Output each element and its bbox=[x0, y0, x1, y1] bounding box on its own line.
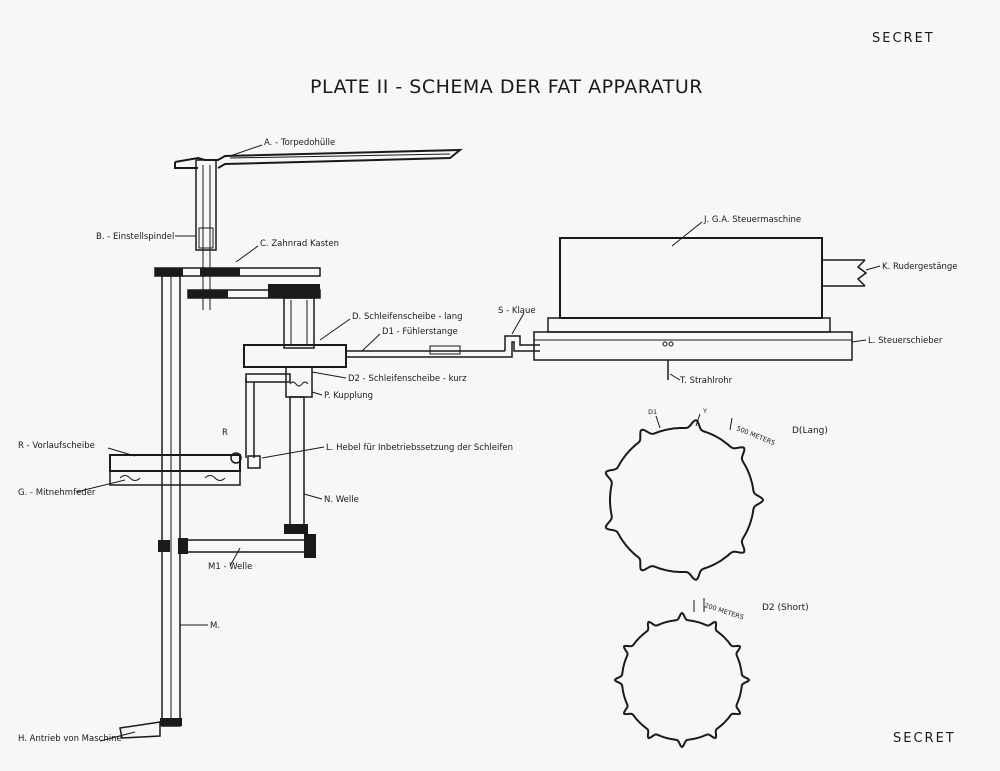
cam-short bbox=[613, 611, 751, 749]
label-c-gear-box: C. Zahnrad Kasten bbox=[260, 239, 339, 249]
label-n-shaft: N. Welle bbox=[324, 495, 359, 505]
main-shaft-m bbox=[119, 275, 182, 739]
label-l-lever: L. Hebel für Inbetriebssetzung der Schle… bbox=[326, 443, 513, 453]
label-m-shaft: M. bbox=[210, 621, 220, 631]
cam-long-marker-y: Y bbox=[702, 407, 707, 415]
label-b-spindle: B. - Einstellspindel bbox=[96, 232, 174, 242]
leader-lines bbox=[75, 144, 881, 742]
cam-long-distance: 500 METERS bbox=[735, 424, 776, 447]
adjusting-spindle bbox=[195, 159, 217, 310]
cam-short-label: D2 (Short) bbox=[762, 603, 809, 613]
shaft-m1 bbox=[158, 534, 316, 558]
secret-mark-top: SECRET bbox=[872, 31, 935, 46]
label-g-driver-spring: G. - Mitnehmfeder bbox=[18, 488, 96, 498]
feeler-rod bbox=[346, 335, 540, 358]
plate-title: PLATE II - SCHEMA DER FAT APPARATUR bbox=[310, 76, 703, 98]
label-p-clutch: P. Kupplung bbox=[324, 391, 373, 401]
label-l-control-valve: L. Steuerschieber bbox=[868, 336, 943, 346]
label-r-mark: R bbox=[222, 428, 228, 438]
label-j-steering-engine: J. G.A. Steuermaschine bbox=[703, 215, 801, 225]
torpedo-hull bbox=[174, 148, 463, 169]
steering-engine bbox=[533, 237, 853, 380]
advance-disk bbox=[109, 452, 261, 486]
cam-long bbox=[604, 419, 765, 581]
rudder-linkage bbox=[822, 259, 868, 287]
gear-box bbox=[154, 267, 321, 299]
label-k-rudder-linkage: K. Rudergestänge bbox=[882, 262, 957, 272]
cam-markers bbox=[655, 413, 733, 612]
secret-mark-bottom: SECRET bbox=[893, 731, 956, 746]
label-d2-short-disk: D2 - Schleifenscheibe - kurz bbox=[348, 374, 467, 384]
shaft-n bbox=[284, 396, 308, 534]
cam-long-marker-d1: D1 bbox=[648, 408, 657, 416]
label-h-drive: H. Antrieb von Maschine bbox=[18, 734, 122, 744]
grinding-disk-assembly bbox=[243, 297, 347, 398]
clutch-lever bbox=[245, 373, 291, 458]
label-d1-feeler-rod: D1 - Fühlerstange bbox=[382, 327, 458, 337]
cam-long-label: D(Lang) bbox=[792, 426, 828, 436]
label-m1-shaft: M1 - Welle bbox=[208, 562, 252, 572]
label-s-claw: S - Klaue bbox=[498, 306, 536, 316]
label-d-long-disk: D. Schleifenscheibe - lang bbox=[352, 312, 463, 322]
label-r-advance-disk: R - Vorlaufscheibe bbox=[18, 441, 95, 451]
label-t-jet-pipe: T. Strahlrohr bbox=[679, 376, 733, 386]
label-a-torpedo-hull: A. - Torpedohülle bbox=[264, 138, 335, 148]
cam-short-distance: 200 METERS bbox=[703, 601, 744, 621]
